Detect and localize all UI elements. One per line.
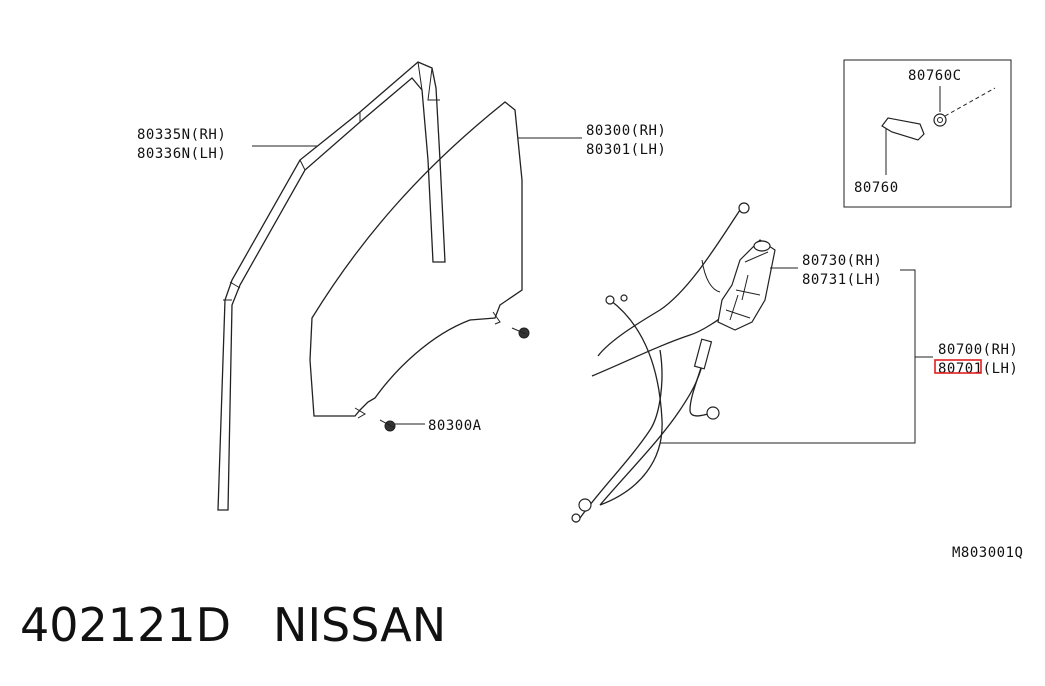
door-glass <box>309 101 523 419</box>
footer-part-number: 402121D <box>20 598 232 652</box>
label-glass-rh: 80300(RH) <box>586 123 666 139</box>
door-seal-run-channel <box>217 61 446 511</box>
highlight-box <box>934 359 982 374</box>
footer-brand: NISSAN <box>273 598 447 652</box>
label-glass-bolt: 80300A <box>428 418 482 434</box>
glass-bolt-lower <box>379 419 396 432</box>
footer-caption: 402121D NISSAN <box>20 598 488 652</box>
label-seal-rh: 80335N(RH) <box>137 127 226 143</box>
label-glass-lh: 80301(LH) <box>586 142 666 158</box>
label-regulator-lh: 80701(LH) <box>938 361 1018 377</box>
drawing-code: M803001Q <box>952 545 1023 561</box>
label-motor-lh: 80731(LH) <box>802 272 882 288</box>
leader-lines <box>252 137 933 444</box>
glass-bolt-upper <box>511 327 530 339</box>
label-regulator-rh: 80700(RH) <box>938 342 1018 358</box>
handle-inset-box <box>843 59 1012 208</box>
window-motor <box>717 239 776 331</box>
window-regulator <box>571 202 750 523</box>
label-motor-rh: 80730(RH) <box>802 253 882 269</box>
label-handle: 80760 <box>854 180 899 196</box>
label-seal-lh: 80336N(LH) <box>137 146 226 162</box>
label-handle-clip: 80760C <box>908 68 962 84</box>
